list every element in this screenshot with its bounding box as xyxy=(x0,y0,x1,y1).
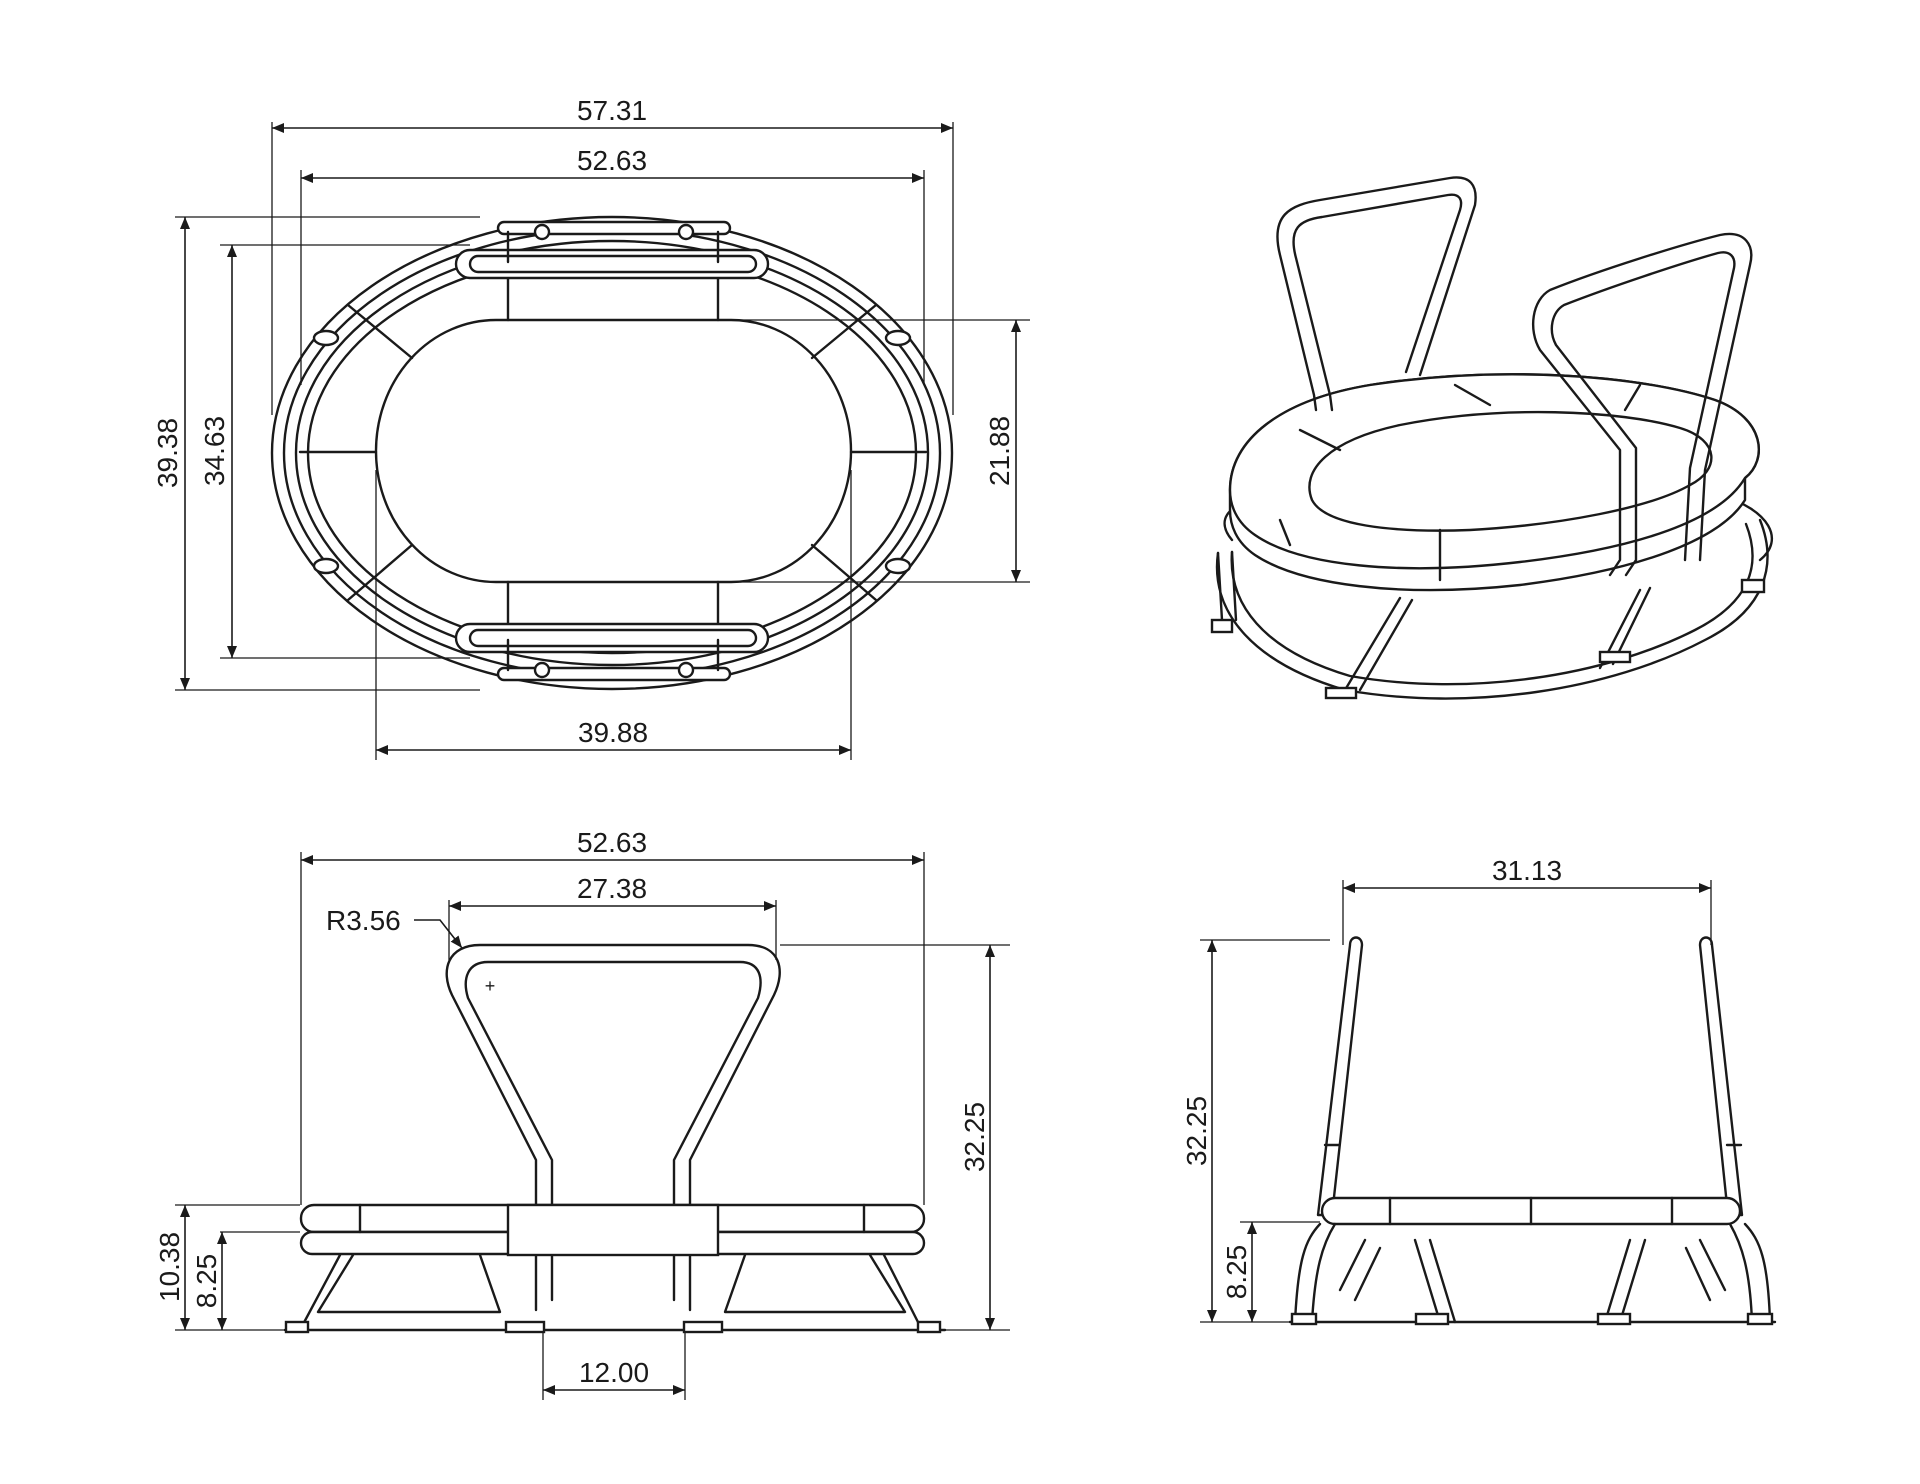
dim-front-handle-width: 27.38 xyxy=(577,873,647,904)
outer-frame-ring xyxy=(270,215,954,691)
dim-front-handle-radius: R3.56 xyxy=(326,905,401,936)
cushion-outer-edge xyxy=(294,239,930,667)
dim-side-overall-height: 32.25 xyxy=(1181,1096,1212,1166)
iso-handle-right-inner xyxy=(1550,251,1736,577)
top-view: 57.31 52.63 39.38 34.63 21.88 39.88 xyxy=(152,95,1030,760)
side-view-extension-lines xyxy=(1200,880,1712,1323)
dim-front-overall-height: 32.25 xyxy=(959,1102,990,1172)
iso-foot-2 xyxy=(1324,686,1358,700)
dim-top-overall-length: 57.31 xyxy=(577,95,647,126)
iso-foot-4 xyxy=(1740,578,1766,594)
iso-handle-left xyxy=(1276,176,1477,412)
dim-front-seat-height: 10.38 xyxy=(154,1232,185,1302)
dim-front-overall-length: 52.63 xyxy=(577,827,647,858)
front-handle-mount xyxy=(506,1203,720,1257)
side-base-frame xyxy=(1293,1222,1772,1324)
dim-front-foot-spacing: 12.00 xyxy=(579,1357,649,1388)
iso-foot-1 xyxy=(1210,618,1234,634)
dim-top-inner-width: 34.63 xyxy=(199,416,230,486)
cushion-seams xyxy=(298,260,928,642)
side-handle-left xyxy=(1316,936,1364,1217)
dim-top-overall-width: 39.38 xyxy=(152,418,183,488)
front-foot-4 xyxy=(916,1320,942,1334)
side-foot-4 xyxy=(1746,1312,1774,1326)
dim-front-frame-height: 8.25 xyxy=(191,1254,222,1309)
top-handle-front xyxy=(454,622,770,682)
side-foot-3 xyxy=(1596,1312,1632,1326)
side-view: 31.13 32.25 8.25 xyxy=(1181,855,1777,1326)
iso-handle-left-inner xyxy=(1292,193,1463,412)
front-foot-3 xyxy=(682,1320,724,1334)
seat-pad xyxy=(374,318,853,584)
side-foot-1 xyxy=(1290,1312,1318,1326)
iso-seat-pad xyxy=(1308,410,1713,532)
top-handle-rear xyxy=(454,220,770,280)
dim-side-frame-height: 8.25 xyxy=(1221,1245,1252,1300)
front-view: + 52.63 27.38 R3.56 32.25 10.38 8.25 12.… xyxy=(154,827,1010,1400)
side-handle-right xyxy=(1698,936,1744,1217)
iso-handle-right xyxy=(1532,232,1753,577)
side-foot-2 xyxy=(1414,1312,1450,1326)
iso-base-frame-outer xyxy=(1215,518,1769,700)
front-foot-2 xyxy=(504,1320,546,1334)
front-base-frame xyxy=(298,1253,924,1332)
side-base-inner xyxy=(1338,1238,1727,1324)
front-foot-1 xyxy=(284,1320,310,1334)
front-view-extension-lines xyxy=(175,852,1010,1400)
front-handle-inner xyxy=(464,960,762,1302)
cushion-outer-edge-inner xyxy=(306,251,918,655)
top-view-extension-lines xyxy=(175,122,1030,760)
leader-front-handle-radius xyxy=(414,919,463,949)
iso-foot-3 xyxy=(1598,650,1632,664)
dim-top-seat-length: 39.88 xyxy=(578,717,648,748)
ring-joints xyxy=(312,329,912,575)
front-handle xyxy=(445,943,781,1312)
dim-top-seat-width: 21.88 xyxy=(984,416,1015,486)
front-center-mark: + xyxy=(485,976,496,996)
isometric-view xyxy=(1210,176,1773,700)
dim-side-handle-spacing: 31.13 xyxy=(1492,855,1562,886)
dim-top-inner-length: 52.63 xyxy=(577,145,647,176)
outer-frame-ring-inner xyxy=(282,227,942,679)
